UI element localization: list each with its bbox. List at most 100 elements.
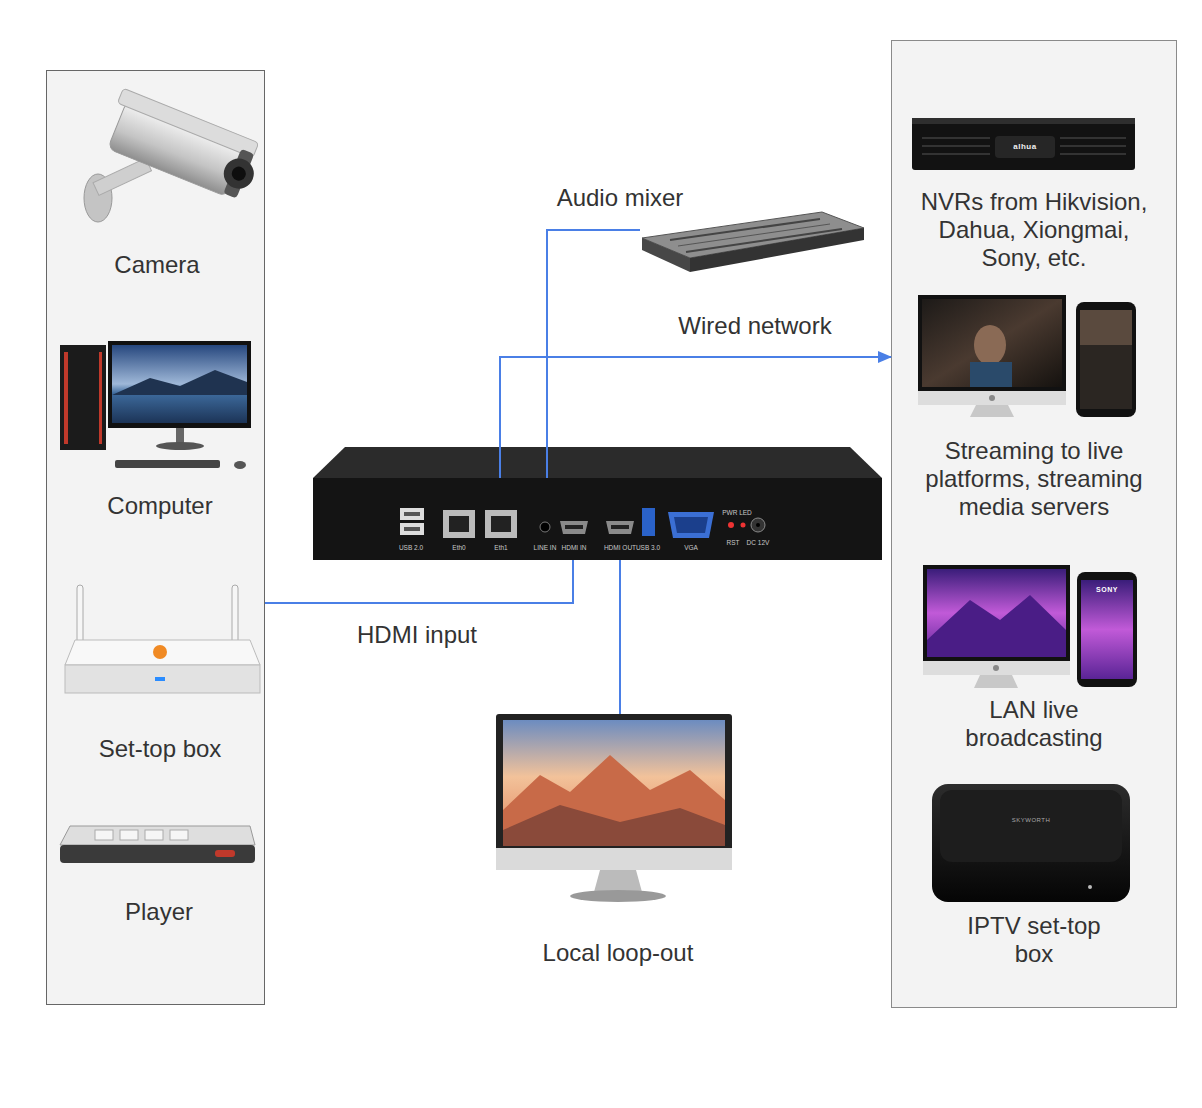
logo-text: alhua — [995, 142, 1055, 151]
streaming-imac-icon-part — [989, 395, 995, 401]
monitor-icon-part — [496, 714, 732, 870]
computer-icon-part — [234, 461, 246, 469]
audio-mixer-icon-part — [686, 229, 842, 252]
left-panel-ground — [47, 71, 265, 1005]
lan-imac-icon-part — [974, 675, 1018, 688]
streaming-imac-icon-part — [970, 362, 1012, 387]
encoder-device-part — [606, 521, 634, 534]
encoder-device-part — [642, 508, 655, 536]
computer-icon-part — [60, 345, 106, 450]
nvr-icon-part — [1060, 137, 1126, 139]
encoder-device-part — [443, 510, 475, 538]
right-panel-ground-part — [892, 41, 1177, 1008]
monitor-icon-part — [503, 720, 725, 846]
destination-label: Streaming to live platforms, streaming m… — [914, 437, 1154, 521]
audio-mixer-icon-part — [670, 219, 820, 240]
camera-icon-part-part — [230, 165, 248, 183]
monitor-icon-part — [570, 890, 666, 902]
encoder-device-part — [560, 521, 588, 534]
streaming-imac-icon-part — [918, 295, 1066, 391]
monitor-icon-part — [503, 755, 725, 846]
computer-icon — [60, 341, 251, 469]
port-label: PWR LED — [717, 509, 757, 517]
encoder-device-part — [404, 527, 420, 531]
router-icon-part — [65, 640, 260, 665]
port-label: Eth0 — [439, 544, 479, 552]
computer-icon-part — [156, 442, 204, 450]
lan-imac-icon-part — [993, 665, 999, 671]
player-icon-part — [215, 850, 235, 857]
lan-imac-icon-part — [927, 569, 1066, 657]
player-icon-part — [95, 830, 113, 840]
router-icon-part — [77, 585, 83, 645]
port-label: RST — [721, 539, 745, 547]
computer-icon-part — [64, 352, 68, 444]
encoder-box: USB 2.0Eth0Eth1LINE INHDMI INHDMI OUTUSB… — [313, 478, 882, 560]
encoder-device-part — [400, 523, 424, 535]
audio-mixer-icon — [642, 212, 864, 272]
monitor-icon-part — [496, 848, 732, 870]
lan-imac-icon-part — [1081, 580, 1133, 679]
monitor-icon-part — [503, 805, 725, 846]
router-icon-part — [153, 645, 167, 659]
player-icon-part — [120, 830, 138, 840]
nvr-icon — [912, 118, 1135, 170]
device-label: Local loop-out — [508, 939, 728, 967]
streaming-imac-icon-part — [1080, 310, 1132, 345]
device-label: Player — [59, 898, 259, 926]
nvr-icon-part — [995, 136, 1055, 158]
device-label: Set-top box — [60, 735, 260, 763]
encoder-device-part — [400, 508, 424, 520]
iptv-box-icon-part — [932, 784, 1130, 902]
device-label: Computer — [60, 492, 260, 520]
logo-text: SKYWORTH — [986, 817, 1076, 824]
device-label: Camera — [57, 251, 257, 279]
computer-icon-part — [99, 352, 102, 444]
monitor-icon — [496, 714, 732, 902]
port-label: Eth1 — [481, 544, 521, 552]
player-icon-part — [170, 830, 188, 840]
camera-icon-part-part — [117, 88, 258, 158]
port-label: VGA — [671, 544, 711, 552]
encoder-device-part — [313, 478, 882, 560]
port-label: LINE IN — [527, 544, 563, 552]
nvr-icon-part — [1060, 153, 1126, 155]
lan-imac-icon-part — [923, 565, 1070, 661]
nvr-icon-part — [922, 153, 990, 155]
source-panel: CameraComputerSet-top boxPlayer — [46, 70, 265, 1005]
edge-label: Wired network — [645, 312, 865, 340]
encoder-device — [313, 447, 882, 560]
encoder-device-part — [756, 523, 760, 527]
audio-mixer: Audio mixer — [640, 205, 865, 270]
edge-label: HDMI input — [317, 621, 517, 649]
encoder-device-part — [313, 447, 882, 478]
device-label: Audio mixer — [530, 184, 710, 212]
lan-imac-icon-part — [1077, 572, 1137, 687]
lan-imac-icon — [923, 565, 1137, 688]
logo-text: SONY — [1087, 586, 1127, 594]
player-icon-part — [60, 845, 255, 863]
streaming-imac-icon — [918, 295, 1136, 417]
streaming-imac-icon-part — [918, 391, 1066, 405]
camera-icon-part — [100, 88, 266, 203]
right-panel-ground — [892, 41, 1177, 1008]
streaming-imac-icon-part — [1080, 310, 1132, 409]
computer-icon-part — [176, 428, 184, 444]
encoder-device-part — [728, 522, 734, 528]
computer-icon-part — [112, 345, 247, 423]
audio-mixer-icon-part — [642, 238, 690, 272]
audio-mixer-icon-part — [690, 228, 864, 272]
monitor-icon-part — [594, 870, 642, 892]
nvr-icon-part — [1060, 145, 1126, 147]
player-icon — [60, 826, 255, 863]
encoder-device-part — [540, 522, 550, 532]
signal-connector — [547, 230, 640, 478]
port-label: USB 2.0 — [389, 544, 433, 552]
iptv-box-icon-part — [1088, 885, 1092, 889]
port-label: USB 3.0 — [633, 544, 663, 552]
computer-icon-part — [112, 370, 247, 395]
streaming-imac-icon-part — [1076, 302, 1136, 417]
encoder-device-part — [491, 516, 511, 532]
encoder-device-part — [668, 512, 714, 538]
